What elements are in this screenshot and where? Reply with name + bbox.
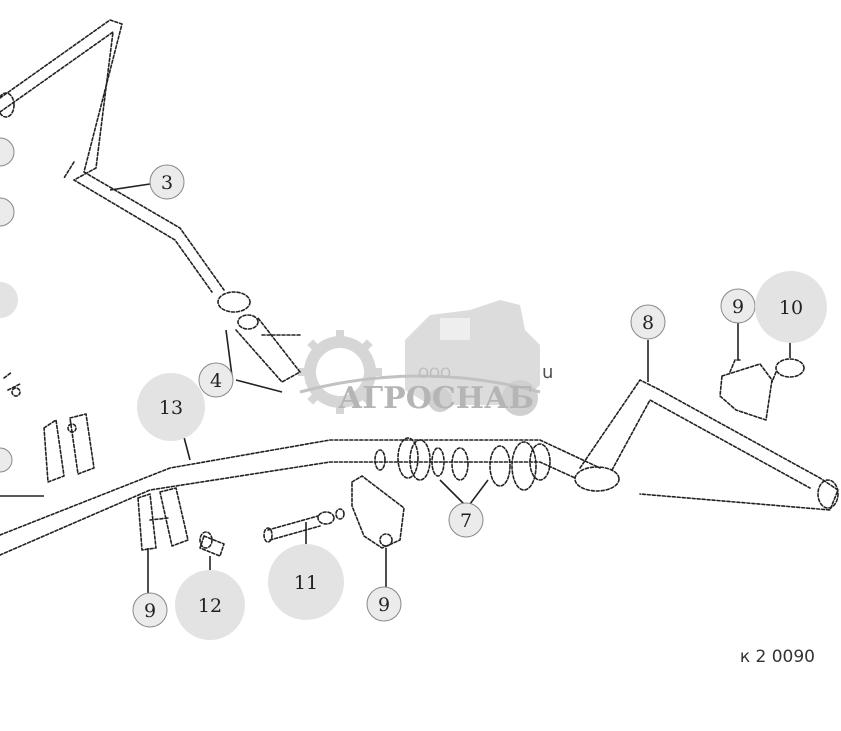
part-11-bolt <box>263 508 345 543</box>
callout-9-top: 9 <box>720 288 756 324</box>
callout-7-label: 7 <box>460 510 472 532</box>
callout-4: 4 <box>198 362 234 398</box>
callout-7: 7 <box>448 502 484 538</box>
part-9-clamp-right <box>719 359 773 421</box>
callout-10-label: 10 <box>779 297 803 319</box>
watermark-logo: ООО АГРОСНАБ u <box>298 300 553 416</box>
part-9-clamp-left <box>137 487 189 551</box>
part-9-clamp-far-left <box>43 413 95 483</box>
part-4-fitting <box>217 291 301 383</box>
left-edge-callouts <box>0 137 21 473</box>
watermark-company-name: АГРОСНАБ <box>338 381 534 416</box>
gear-icon <box>298 330 382 414</box>
callout-3: 3 <box>149 164 185 200</box>
main-pipe <box>0 439 620 556</box>
callout-13-label: 13 <box>159 397 183 419</box>
combine-harvester-icon <box>405 300 540 416</box>
watermark-prefix: ООО <box>418 366 451 382</box>
callout-4-label: 4 <box>210 370 222 392</box>
callout-9-center: 9 <box>366 586 402 622</box>
callout-10: 10 <box>755 271 827 343</box>
callout-9-left-label: 9 <box>144 600 156 622</box>
part-3-pipe <box>0 19 225 293</box>
part-9-clamp-center <box>351 475 405 549</box>
callout-8-label: 8 <box>642 312 654 334</box>
callout-13: 13 <box>137 373 205 441</box>
callout-12: 12 <box>175 570 245 640</box>
part-10-cap <box>771 358 805 383</box>
callout-9-left: 9 <box>132 592 168 628</box>
callout-9-top-label: 9 <box>732 296 744 318</box>
part-7-collars <box>374 437 551 491</box>
figure-reference: к 2 0090 <box>740 647 815 667</box>
callout-12-label: 12 <box>198 595 222 617</box>
part-12-plug <box>199 531 225 557</box>
callout-11-label: 11 <box>294 572 318 594</box>
part-8-pipe <box>579 379 839 511</box>
callout-9-center-label: 9 <box>378 594 390 616</box>
callout-8: 8 <box>630 304 666 340</box>
callout-3-label: 3 <box>161 172 173 194</box>
watermark-fragment: u <box>542 362 553 383</box>
callout-11: 11 <box>268 544 344 620</box>
